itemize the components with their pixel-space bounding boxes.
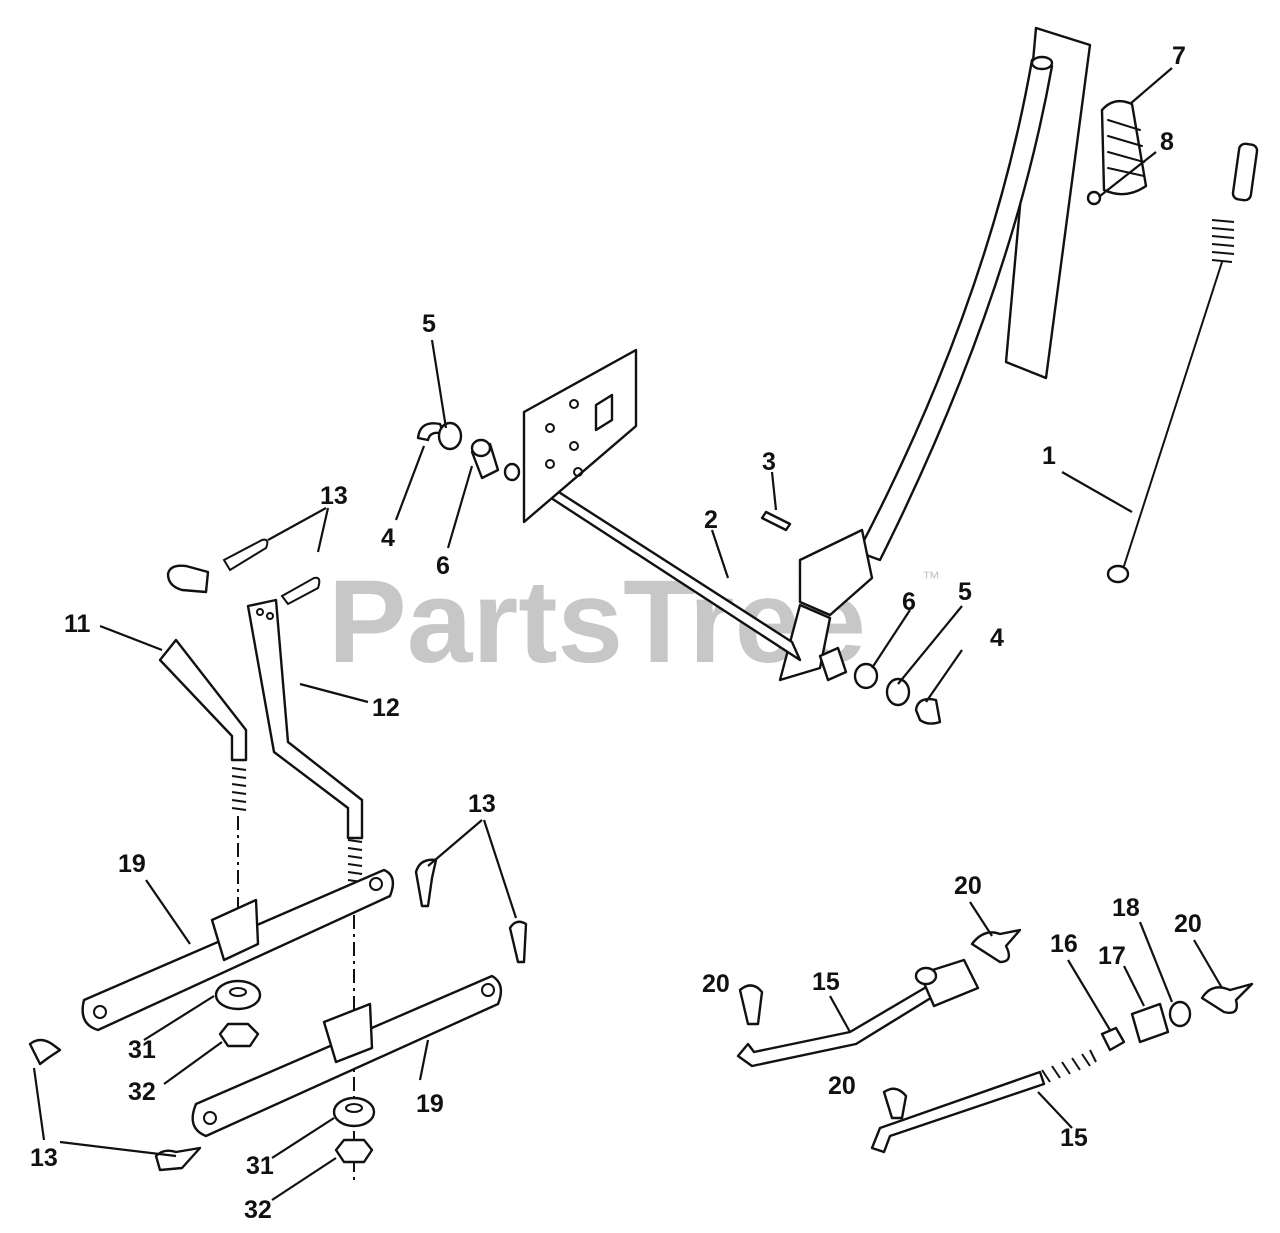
nut-part-32-lower (334, 1138, 374, 1164)
nut-part-16 (1100, 1026, 1126, 1052)
callout-19-lower: 19 (416, 1090, 444, 1118)
callout-labels: 1 2 3 4 4 5 5 6 6 7 8 11 12 13 13 13 15 … (30, 42, 1202, 1224)
pin-part-3 (760, 510, 792, 532)
lift-lever-part-2 (778, 55, 1054, 682)
clip-part-13-top (166, 538, 321, 606)
callout-16: 16 (1050, 930, 1078, 958)
callout-15-lower: 15 (1060, 1124, 1088, 1152)
callout-31-lower: 31 (246, 1152, 274, 1180)
callout-17: 17 (1098, 942, 1126, 970)
nut-part-32-upper (218, 1022, 260, 1048)
callout-18: 18 (1112, 894, 1140, 922)
cable-part-1 (1106, 142, 1259, 584)
callout-4-lower: 4 (990, 624, 1004, 652)
callout-2: 2 (704, 506, 718, 534)
callout-20-left: 20 (702, 970, 730, 998)
rod-part-15-lower (870, 1049, 1097, 1154)
leader-lines (32, 67, 1223, 1201)
callout-20-middle: 20 (828, 1072, 856, 1100)
callout-5-lower: 5 (958, 578, 972, 606)
handle-grip-panel (1004, 26, 1092, 380)
callout-20-right: 20 (1174, 910, 1202, 938)
callout-3: 3 (762, 448, 776, 476)
callout-19-upper: 19 (118, 850, 146, 878)
washer-part-5-lower (885, 677, 911, 707)
callout-11: 11 (64, 610, 91, 638)
hairpin-part-4-lower (914, 697, 942, 725)
callout-12: 12 (372, 694, 400, 722)
lift-arm-part-19-upper (81, 868, 395, 1032)
callout-20-top: 20 (954, 872, 982, 900)
ferrule-part-17 (1130, 1002, 1170, 1044)
spacer-part-31-lower (332, 1096, 376, 1128)
washer-part-18 (1168, 1000, 1192, 1028)
spacer-part-31-upper (214, 979, 262, 1011)
bushing-part-6-lower (818, 646, 879, 690)
callout-32-upper: 32 (128, 1078, 156, 1106)
washer-part-5-upper (437, 421, 463, 451)
watermark-trademark: ™ (922, 568, 940, 588)
hairpin-part-20 (738, 928, 1254, 1120)
callout-15-upper: 15 (812, 968, 840, 996)
bushing-part-6-upper (470, 438, 521, 482)
callout-13-top: 13 (320, 482, 348, 510)
grip-part-7 (1100, 99, 1148, 196)
watermark-text: PartsTree (328, 556, 866, 688)
callout-6-lower: 6 (902, 588, 916, 616)
ferrule-assembly (914, 958, 980, 1008)
lift-arm-part-19-lower (191, 974, 503, 1138)
callout-7: 7 (1172, 42, 1186, 70)
callout-13-right: 13 (468, 790, 496, 818)
callout-8: 8 (1160, 128, 1174, 156)
mounting-plate (522, 348, 638, 524)
callout-5-upper: 5 (422, 310, 436, 338)
callout-6-upper: 6 (436, 552, 450, 580)
callout-1: 1 (1042, 442, 1056, 470)
callout-4-upper: 4 (381, 524, 395, 552)
callout-13-left: 13 (30, 1144, 58, 1172)
callout-31-upper: 31 (128, 1036, 156, 1064)
lift-link-part-11 (158, 638, 248, 968)
callout-32-lower: 32 (244, 1196, 272, 1224)
clip-part-13-right (414, 858, 528, 964)
pin-part-8 (1086, 190, 1102, 206)
